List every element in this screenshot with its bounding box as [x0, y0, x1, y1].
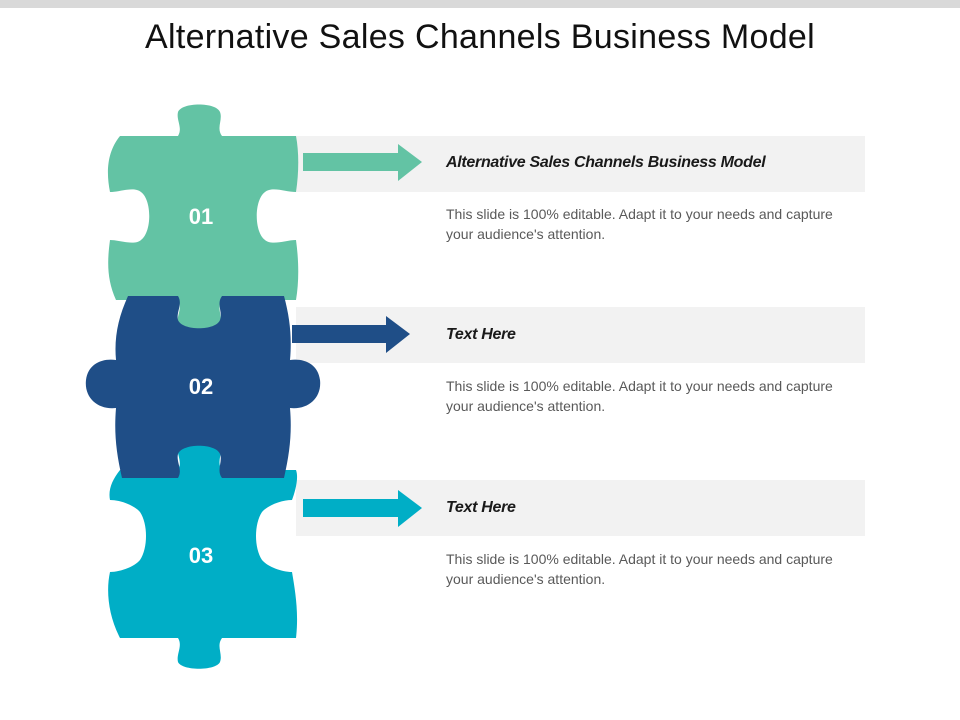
- puzzle-piece-3: [108, 439, 298, 669]
- puzzle-piece-2: [85, 296, 321, 478]
- slide-title: Alternative Sales Channels Business Mode…: [145, 18, 815, 56]
- item-heading-3: Text Here: [446, 499, 516, 516]
- arrow-3: [303, 490, 422, 527]
- arrow-1: [303, 144, 422, 181]
- item-description-3: This slide is 100% editable. Adapt it to…: [446, 551, 833, 587]
- arrow-2: [292, 316, 410, 353]
- item-heading-2: Text Here: [446, 326, 516, 343]
- piece-number-3: 03: [189, 543, 213, 568]
- piece-number-2: 02: [189, 374, 213, 399]
- piece-number-1: 01: [189, 204, 213, 229]
- item-description-2: This slide is 100% editable. Adapt it to…: [446, 378, 833, 414]
- item-description-1: This slide is 100% editable. Adapt it to…: [446, 206, 833, 242]
- puzzle-piece-1: [107, 104, 299, 333]
- top-bar: [0, 0, 960, 8]
- item-heading-1: Alternative Sales Channels Business Mode…: [446, 154, 766, 171]
